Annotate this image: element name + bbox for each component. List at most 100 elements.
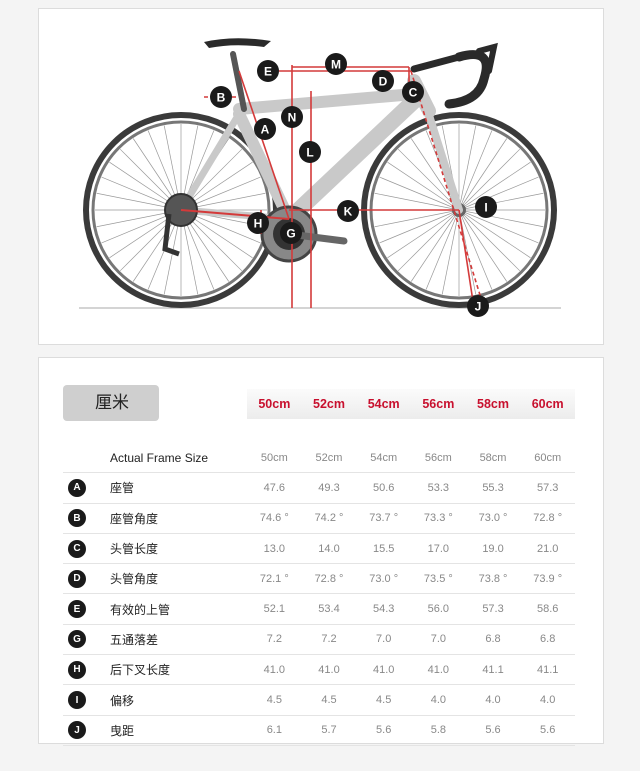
svg-text:K: K xyxy=(344,205,353,219)
row-value-cell: 73.3 ° xyxy=(423,512,453,525)
svg-text:B: B xyxy=(217,91,226,105)
row-value-cell: 5.6 xyxy=(376,724,392,737)
row-value-cell: 4.5 xyxy=(376,694,392,707)
unit-tab[interactable]: 厘米 xyxy=(63,385,159,421)
row-value-cell: 73.9 ° xyxy=(533,572,563,585)
marker-a: A xyxy=(254,118,276,140)
row-value-cell: 41.0 xyxy=(263,663,286,676)
row-value-cell: 6.1 xyxy=(266,724,282,737)
svg-text:E: E xyxy=(264,65,272,79)
row-value-cell: 13.0 xyxy=(263,542,286,555)
row-value-cell: 41.1 xyxy=(482,663,504,676)
row-value-cell: 52.1 xyxy=(263,603,286,616)
row-value-cell: 6.8 xyxy=(485,633,501,646)
row-label: 偏移 xyxy=(110,693,135,708)
marker-h: H xyxy=(247,212,269,234)
marker-j: J xyxy=(467,295,489,317)
row-label: Actual Frame Size xyxy=(110,450,209,465)
row-value-cell: 54cm xyxy=(370,451,398,464)
marker-c: C xyxy=(402,81,424,103)
row-value-cell: 47.6 xyxy=(263,481,286,494)
row-label: 头管长度 xyxy=(110,542,159,557)
svg-text:D: D xyxy=(379,75,388,89)
row-letter-badge: I xyxy=(68,691,86,710)
svg-text:I: I xyxy=(484,201,487,215)
row-value-cell: 5.6 xyxy=(540,724,556,737)
row-value-cell: 4.5 xyxy=(321,694,337,707)
geometry-table-panel: 厘米 50cm 52cm 54cm 56cm 58cm 60cm Actual … xyxy=(38,357,604,746)
row-value-cell: 19.0 xyxy=(482,542,504,555)
row-value-cell: 73.5 ° xyxy=(423,572,453,585)
svg-text:H: H xyxy=(254,217,263,231)
marker-b: B xyxy=(210,86,232,108)
row-label: 头管角度 xyxy=(110,572,159,587)
row-letter-badge: B xyxy=(68,509,86,528)
row-value-cell: 57.3 xyxy=(482,603,504,616)
row-letter-badge: H xyxy=(68,660,86,679)
row-value-cell: 72.8 ° xyxy=(314,572,344,585)
row-value-cell: 7.0 xyxy=(376,633,392,646)
row-value-cell: 53.3 xyxy=(427,481,450,494)
row-value-cell: 7.2 xyxy=(266,633,282,646)
size-header-cell: 54cm xyxy=(367,397,400,411)
row-value-cell: 4.0 xyxy=(540,694,556,707)
row-value-cell: 7.2 xyxy=(321,633,337,646)
row-value-cell: 50.6 xyxy=(372,481,395,494)
bike-frame xyxy=(177,51,463,227)
svg-text:G: G xyxy=(286,227,295,241)
row-value-cell: 14.0 xyxy=(318,542,340,555)
measurement-lines xyxy=(180,65,485,309)
row-values: 74.6 °74.2 °73.7 °73.3 °73.0 °72.8 ° xyxy=(247,512,575,524)
row-label: 曳距 xyxy=(110,723,135,738)
row-value-cell: 52cm xyxy=(315,451,343,464)
row-value-cell: 56.0 xyxy=(427,603,450,616)
size-header-cell: 52cm xyxy=(313,397,345,411)
svg-text:A: A xyxy=(261,123,270,137)
geometry-row: I 偏移 4.5 4.5 4.5 4.0 4.0 4.0 xyxy=(63,685,575,716)
row-value-cell: 50cm xyxy=(260,451,288,464)
row-value-cell: 4.5 xyxy=(266,694,282,707)
row-value-cell: 56cm xyxy=(424,451,452,464)
row-value-cell: 58.6 xyxy=(536,603,559,616)
row-value-cell: 53.4 xyxy=(318,603,340,616)
size-header-cell: 50cm xyxy=(258,397,291,411)
row-label: 座管角度 xyxy=(110,511,159,526)
row-values: 41.0 41.0 41.0 41.0 41.1 41.1 xyxy=(247,664,575,676)
row-value-cell: 4.0 xyxy=(485,694,501,707)
row-value-cell: 74.6 ° xyxy=(259,512,289,525)
row-value-cell: 7.0 xyxy=(430,633,446,646)
marker-m: M xyxy=(325,53,347,75)
row-value-cell: 73.7 ° xyxy=(369,512,399,525)
row-letter-badge: J xyxy=(68,721,86,740)
svg-text:L: L xyxy=(306,146,313,160)
row-value-cell: 5.7 xyxy=(321,724,337,737)
row-value-cell: 72.1 ° xyxy=(259,572,289,585)
row-value-cell: 41.0 xyxy=(427,663,450,676)
row-value-cell: 4.0 xyxy=(430,694,446,707)
row-value-cell: 41.1 xyxy=(536,663,559,676)
marker-e: E xyxy=(257,60,279,82)
row-value-cell: 41.0 xyxy=(318,663,340,676)
marker-i: I xyxy=(475,196,497,218)
row-value-cell: 57.3 xyxy=(536,481,559,494)
row-letter-badge: A xyxy=(68,478,86,497)
row-label: 五通落差 xyxy=(110,632,159,647)
row-letter-badge: D xyxy=(68,569,86,588)
row-value-cell: 49.3 xyxy=(318,481,340,494)
row-value-cell: 41.0 xyxy=(372,663,395,676)
row-letter-badge: G xyxy=(68,630,86,649)
marker-l: L xyxy=(299,141,321,163)
row-letter-badge: C xyxy=(68,539,86,558)
